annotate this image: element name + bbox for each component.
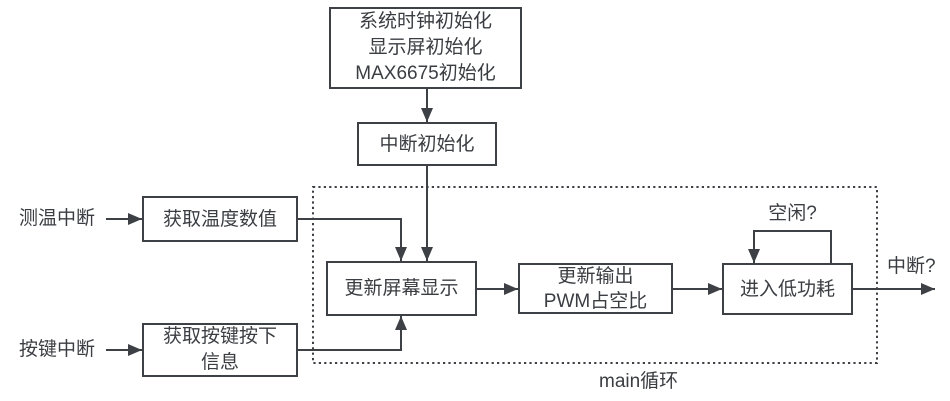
label-idle-question: 空闲? [768,203,817,224]
node-get-keypress: 获取按键按下 信息 [142,323,298,377]
label-main-loop: main循环 [599,371,679,392]
node-init-system: 系统时钟初始化 显示屏初始化 MAX6675初始化 [329,7,522,89]
node-enter-low-power: 进入低功耗 [722,263,853,315]
connector-getkey-to-screen [298,316,407,351]
label-key-interrupt: 按键中断 [19,339,96,360]
connector-gettemp-to-screen [298,218,407,261]
node-init-interrupt: 中断初始化 [357,122,497,166]
node-update-screen: 更新屏幕显示 [326,261,477,316]
main-loop-dotted-box [312,186,878,364]
node-update-pwm: 更新输出 PWM占空比 [518,263,673,314]
label-temp-interrupt: 测温中断 [19,208,96,229]
label-interrupt-question: 中断? [887,256,936,277]
connector-idle-self-loop [748,230,832,263]
node-get-temperature: 获取温度数值 [142,196,298,242]
